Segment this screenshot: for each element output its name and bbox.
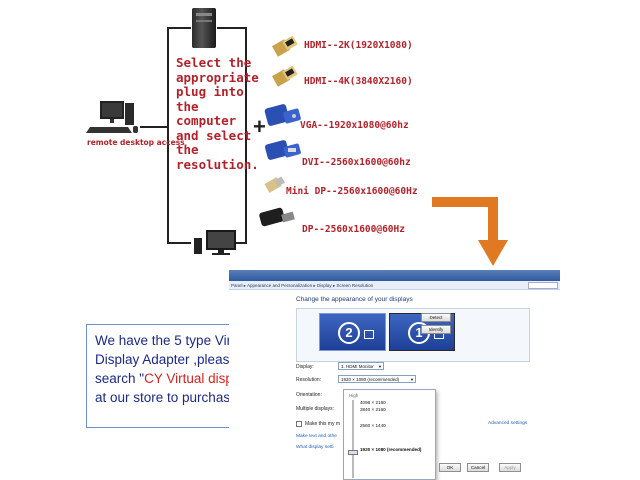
make-main-display-checkbox[interactable] [296,421,302,427]
display-label: Display: [296,364,314,370]
display-select[interactable]: 1. HDMI Monitor [338,362,384,370]
advanced-settings-link[interactable]: Advanced settings [488,421,528,426]
display-preview: 2 1 [296,308,530,362]
resolution-option[interactable]: 2560 × 1440 [360,423,386,428]
hdmi-plug-icon [272,36,298,57]
monitor-icon [194,230,236,255]
resolution-option[interactable]: 3840 × 2160 [360,407,386,412]
bracket-left [167,27,179,244]
apply-button[interactable]: Apply [499,463,521,472]
vga-plug-icon [264,104,301,126]
display-settings-help-link[interactable]: What display setti [296,445,334,450]
adapter-label-dvi: DVI--2560x1600@60hz [302,157,411,168]
promo-line: at our store to purchase it. [95,390,252,405]
search-input[interactable] [528,282,558,289]
monitor-2-tile[interactable]: 2 [319,313,386,351]
orientation-label: Orientation: [296,392,322,398]
instruction-text: Select the appropriate plug into the com… [176,55,259,172]
resolution-label: Resolution: [296,377,322,383]
computer-tower-icon [192,8,216,48]
resolution-high-label: High [349,393,359,398]
plus-icon: + [253,114,266,139]
resolution-slider-track[interactable] [352,400,354,478]
mini-dp-plug-icon [264,176,285,193]
adapter-label-dp: DP--2560x1600@60Hz [302,224,405,235]
resolution-option[interactable]: 4096 × 2160 [360,400,386,405]
resolution-dropdown-list[interactable]: High 4096 × 2160 3840 × 2160 2560 × 1440… [343,389,436,480]
adapter-label-vga: VGA--1920x1080@60hz [300,120,409,131]
adapter-label-mini-dp: Mini DP--2560x1600@60Hz [286,186,418,197]
resolution-slider-thumb[interactable] [348,450,358,455]
hdmi-plug-icon [272,66,298,87]
bracket-line [179,242,191,244]
desktop-computer-icon [86,101,138,133]
connector-line [140,126,167,128]
adapter-label-hdmi-2k: HDMI--2K(1920X1080) [304,40,413,51]
multiple-displays-label: Multiple displays: [296,406,335,412]
arrow-down-icon [432,197,508,266]
resolution-select[interactable]: 1920 × 1080 (recommended) [338,375,416,383]
identify-button[interactable]: Identify [421,325,451,334]
window-title-bar [229,270,560,281]
dvi-plug-icon [264,140,301,160]
adapter-label-hdmi-4k: HDMI--4K(3840X2160) [304,76,413,87]
desktop-label: remote desktop access [87,138,185,147]
screen-resolution-window: Panel ▸ Appearance and Personalization ▸… [229,270,560,480]
resolution-option-selected[interactable]: 1920 × 1080 (recommended) [360,447,422,452]
promo-line: search "CY Virtual display" [95,371,255,386]
promo-line: Display Adapter ,please [95,352,237,367]
promo-line: We have the 5 type Virtual [95,333,253,348]
detect-button[interactable]: Detect [421,313,451,322]
make-main-display-label: Make this my m [305,421,341,427]
bracket-line [217,27,235,29]
promo-search-term: CY Virtual display [144,371,251,386]
cancel-button[interactable]: Cancel [467,463,489,472]
monitor-icon [364,330,374,339]
breadcrumb[interactable]: Panel ▸ Appearance and Personalization ▸… [229,281,560,290]
bracket-right [235,27,247,244]
dp-plug-icon [259,207,295,227]
monitor-2-number: 2 [338,322,360,344]
page-title: Change the appearance of your displays [296,296,413,303]
ok-button[interactable]: OK [439,463,461,472]
bracket-line [179,27,191,29]
make-text-larger-link[interactable]: Make text and othe [296,434,337,439]
